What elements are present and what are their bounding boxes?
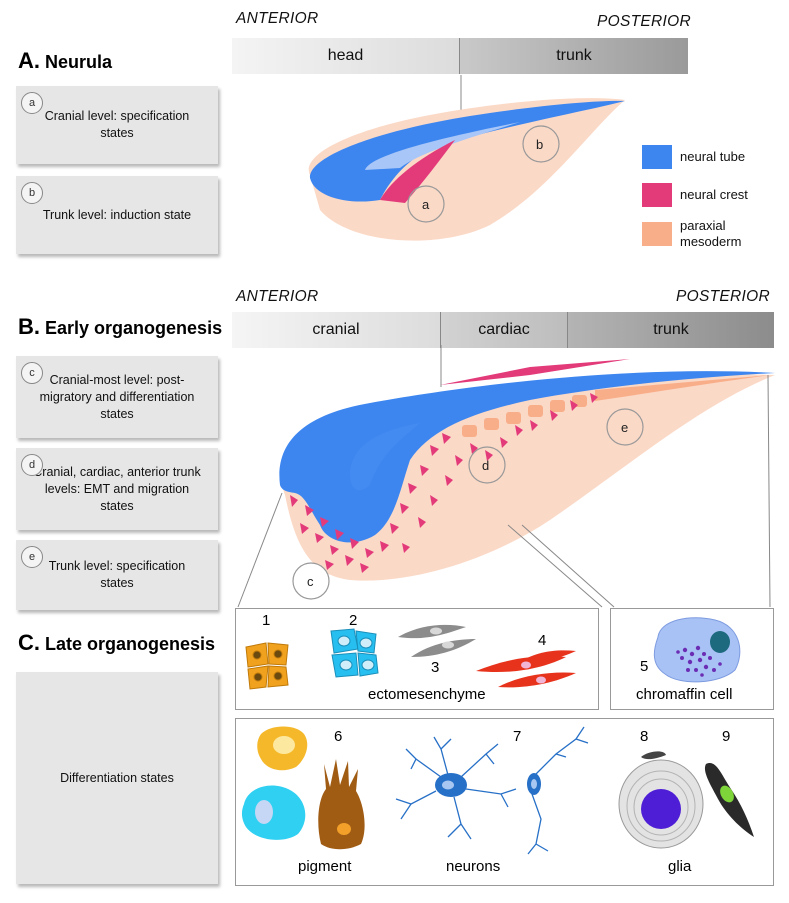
legend-swatch-neural-crest xyxy=(642,183,672,207)
ectomesenchyme-label: ectomesenchyme xyxy=(368,686,486,703)
legend-swatch-neural-tube xyxy=(642,145,672,169)
migrating-neural-crest xyxy=(290,359,630,573)
cell-number-9: 9 xyxy=(722,728,731,745)
bar-cardiac: cardiac xyxy=(441,312,568,348)
posterior-label-b: POSTERIOR xyxy=(676,288,770,305)
section-b-title: B. Early organogenesis xyxy=(18,314,222,340)
card-b: b Trunk level: induction state xyxy=(16,176,218,254)
card-badge: b xyxy=(21,182,43,204)
differentiated-cells-panel xyxy=(235,718,774,886)
cell-6-melanocyte-yellow xyxy=(257,726,308,771)
marker-d: d xyxy=(482,458,489,473)
card-c: c Cranial-most level: post-migratory and… xyxy=(16,356,218,438)
bar-head: head xyxy=(232,38,460,74)
section-c-name: Late organogenesis xyxy=(45,634,216,654)
card-badge: c xyxy=(21,362,43,384)
card-text: Trunk level: induction state xyxy=(42,207,192,222)
card-a: a Cranial level: specification states xyxy=(16,86,218,164)
marker-e-circle xyxy=(606,408,644,446)
cell-4-fibroblast xyxy=(476,650,576,688)
marker-d-circle xyxy=(468,446,506,484)
neurula-embryo: a b xyxy=(308,75,625,241)
anterior-label-b: ANTERIOR xyxy=(236,288,319,305)
cell-6-melanophore-brown xyxy=(318,759,365,850)
marker-b: b xyxy=(536,137,543,152)
section-b-name: Early organogenesis xyxy=(45,318,223,338)
ectomesenchyme-panel xyxy=(235,608,599,710)
card-d: d Cranial, cardiac, anterior trunk level… xyxy=(16,448,218,530)
neurons-label: neurons xyxy=(446,858,501,875)
bar-trunk-a: trunk xyxy=(460,38,688,74)
card-text: Cranial level: specification states xyxy=(44,109,190,140)
paraxial-mesoderm-somites xyxy=(462,375,770,437)
posterior-label-a: POSTERIOR xyxy=(597,13,691,30)
card-badge: e xyxy=(21,546,43,568)
marker-a: a xyxy=(422,197,430,212)
section-a-title: A. Neurula xyxy=(18,48,112,74)
marker-a-circle xyxy=(407,185,445,223)
pigment-label: pigment xyxy=(298,858,352,875)
chromaffin-label: chromaffin cell xyxy=(636,686,733,703)
chromaffin-cell xyxy=(653,617,741,683)
section-a-name: Neurula xyxy=(45,52,113,72)
chromaffin-granules xyxy=(676,645,722,677)
cell-9-glial-cell xyxy=(704,763,754,837)
section-c-letter: C. xyxy=(18,630,40,655)
card-text: Cranial-most level: post-migratory and d… xyxy=(39,372,195,421)
cell-number-6: 6 xyxy=(334,728,343,745)
cell-number-3: 3 xyxy=(431,659,440,676)
cell-6-iridophore-blue xyxy=(241,785,306,840)
zoom-connector-lines xyxy=(237,374,771,608)
marker-e: e xyxy=(621,420,628,435)
cell-7-multipolar-neuron xyxy=(395,736,517,840)
card-e: e Trunk level: specification states xyxy=(16,540,218,610)
cell-number-2: 2 xyxy=(349,612,358,629)
organogenesis-embryo: c d e xyxy=(237,345,775,608)
card-badge: a xyxy=(21,92,43,114)
card-text: Differentiation states xyxy=(60,770,174,785)
legend-label-neural-crest: neural crest xyxy=(680,187,748,202)
cell-3-smooth-muscle xyxy=(398,624,476,657)
organogenesis-neural-tube xyxy=(279,371,775,543)
card-text: Trunk level: specification states xyxy=(48,559,186,590)
section-b-letter: B. xyxy=(18,314,40,339)
bar-cranial: cranial xyxy=(232,312,441,348)
glia-label: glia xyxy=(668,858,692,875)
legend-label-paraxial-mesoderm: paraxial mesoderm xyxy=(680,218,742,249)
cell-2-bone xyxy=(330,628,379,678)
card-badge: d xyxy=(21,454,43,476)
cell-number-4: 4 xyxy=(538,632,547,649)
ectomesenchyme-cells xyxy=(245,624,576,690)
organogenesis-lumen xyxy=(350,423,420,491)
neurula-neural-crest xyxy=(380,140,455,203)
chromaffin-panel xyxy=(610,608,774,710)
cell-number-7: 7 xyxy=(513,728,522,745)
bar-trunk-b: trunk xyxy=(568,312,774,348)
marker-b-circle xyxy=(522,125,560,163)
legend-swatch-paraxial-mesoderm xyxy=(642,222,672,246)
card-text: Cranial, cardiac, anterior trunk levels:… xyxy=(33,464,201,513)
cell-1-cartilage xyxy=(245,642,289,690)
cell-number-1: 1 xyxy=(262,612,271,629)
section-c-title: C. Late organogenesis xyxy=(18,630,215,656)
marker-c-circle xyxy=(292,562,330,600)
neurula-lumen xyxy=(365,122,520,170)
cell-number-5: 5 xyxy=(640,658,649,675)
section-a-letter: A. xyxy=(18,48,40,73)
card-differentiation: Differentiation states xyxy=(16,672,218,884)
differentiated-cells xyxy=(241,726,754,855)
cell-number-8: 8 xyxy=(640,728,649,745)
cell-7-bipolar-neuron xyxy=(527,726,589,855)
neurula-neural-tube xyxy=(309,100,625,202)
cell-8-schwann-cell xyxy=(618,751,704,849)
legend-label-neural-tube: neural tube xyxy=(680,149,746,164)
anterior-label-a: ANTERIOR xyxy=(236,10,319,27)
marker-c: c xyxy=(307,574,314,589)
